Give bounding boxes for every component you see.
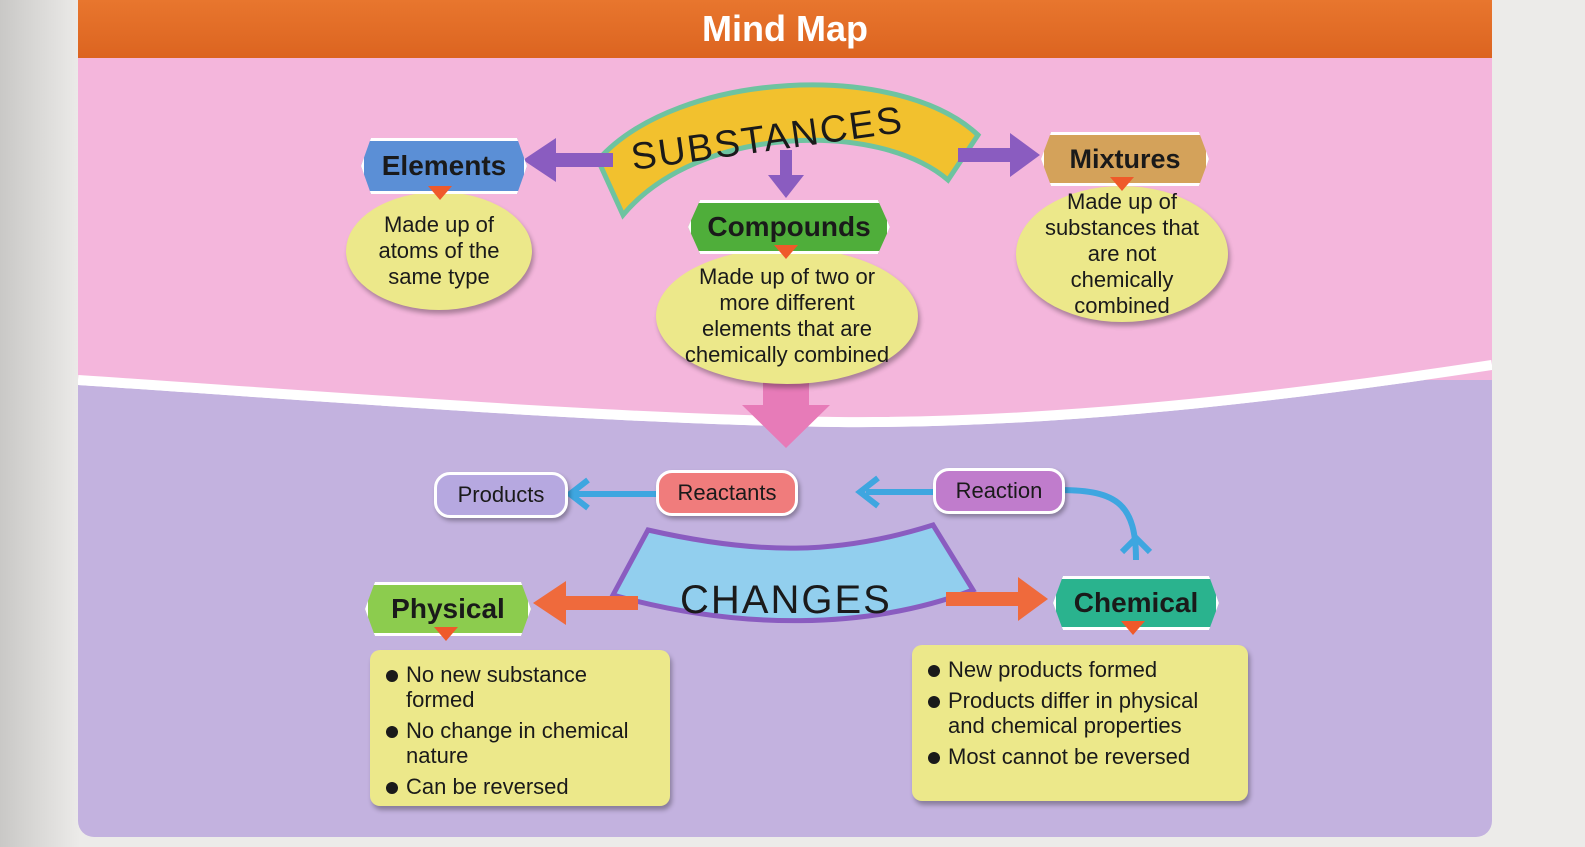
compounds-pointer — [774, 245, 798, 259]
chemical-properties-box: New products formed Products differ in p… — [912, 645, 1248, 801]
physical-properties-list: No new substance formed No change in che… — [384, 662, 656, 799]
physical-property-item: Can be reversed — [384, 774, 656, 799]
connector-arrows — [523, 82, 1153, 625]
compounds-description-bubble: Made up of two or more different element… — [656, 248, 918, 384]
mixtures-label: Mixtures — [1069, 143, 1181, 174]
physical-pointer — [434, 627, 458, 641]
chemical-property-item: Most cannot be reversed — [926, 744, 1234, 769]
reaction-label: Reaction — [955, 478, 1043, 503]
elements-label: Elements — [381, 150, 507, 181]
chemical-property-item: Products differ in physical and chemical… — [926, 688, 1234, 738]
changes-label: CHANGES — [680, 578, 892, 622]
page-edge-shadow — [0, 0, 80, 847]
chemical-properties-list: New products formed Products differ in p… — [926, 657, 1234, 769]
changes-to-chemical-arrow — [946, 577, 1048, 621]
reactants-label: Reactants — [677, 480, 777, 505]
mind-map-title: Mind Map — [78, 0, 1492, 58]
substances-to-elements-arrow — [523, 138, 613, 182]
chemical-label: Chemical — [1073, 587, 1199, 618]
mixtures-description-bubble: Made up of substances that are not chemi… — [1016, 186, 1228, 322]
reactants-to-products-arrow — [565, 477, 658, 511]
reaction-node: Reaction — [933, 468, 1065, 514]
compounds-description: Made up of two or more different element… — [684, 264, 890, 367]
elements-pointer — [428, 186, 452, 200]
substances-to-mixtures-arrow — [958, 133, 1040, 177]
elements-node: Elements — [361, 138, 527, 194]
elements-description-bubble: Made up of atoms of the same type — [346, 192, 532, 310]
elements-description: Made up of atoms of the same type — [378, 212, 500, 289]
chemical-pointer — [1121, 621, 1145, 635]
substances-to-compounds-arrow — [768, 150, 804, 198]
physical-property-item: No new substance formed — [384, 662, 656, 712]
mind-map-card: Mind Map — [78, 0, 1492, 837]
compounds-label: Compounds — [707, 211, 871, 242]
mixtures-pointer — [1110, 177, 1134, 191]
chemical-to-reaction-arrow — [1059, 487, 1153, 561]
mixtures-description: Made up of substances that are not chemi… — [1044, 189, 1200, 318]
changes-to-physical-arrow — [533, 581, 638, 625]
reaction-to-reactants-arrow — [855, 475, 933, 509]
chemical-property-item: New products formed — [926, 657, 1234, 682]
substances-banner — [595, 82, 982, 220]
products-node: Products — [434, 472, 568, 518]
reactants-node: Reactants — [656, 470, 798, 516]
physical-property-item: No change in chemical nature — [384, 718, 656, 768]
products-label: Products — [457, 482, 545, 507]
physical-label: Physical — [391, 593, 505, 624]
changes-banner — [609, 522, 977, 624]
physical-properties-box: No new substance formed No change in che… — [370, 650, 670, 806]
substances-to-changes-arrow — [742, 378, 830, 448]
